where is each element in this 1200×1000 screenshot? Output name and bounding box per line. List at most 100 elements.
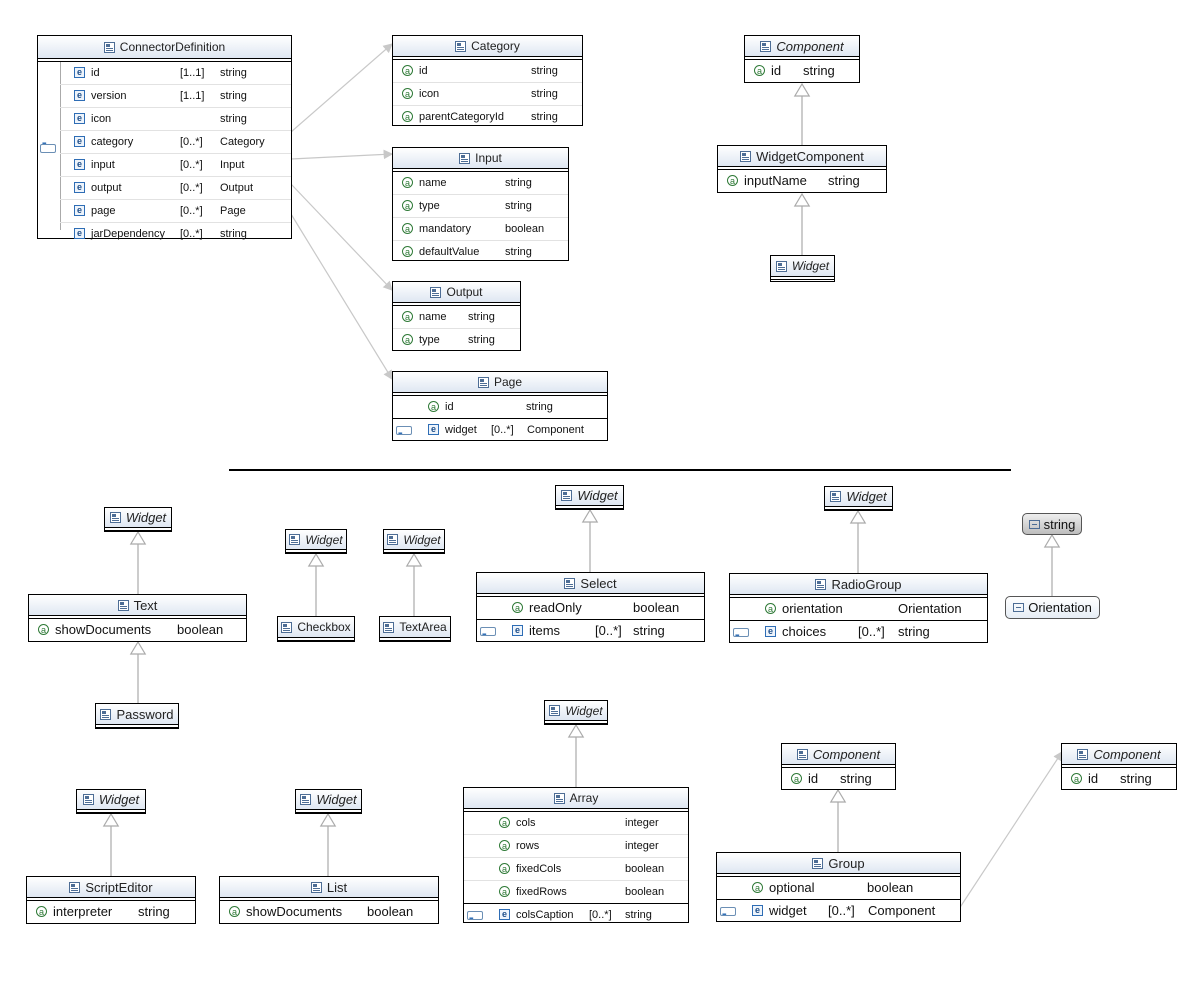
link-category: [290, 43, 393, 133]
attribute-icon: a: [402, 177, 413, 188]
sequence-icon[interactable]: [720, 904, 736, 926]
enum-orientation[interactable]: Orientation: [1005, 596, 1100, 619]
class-icon: [310, 881, 322, 893]
class-widget-checkbox-parent[interactable]: Widget: [285, 529, 347, 554]
class-widget-top[interactable]: Widget: [770, 255, 835, 282]
class-widget-list-parent[interactable]: Widget: [295, 789, 362, 814]
class-title: List: [326, 879, 348, 895]
class-title: Password: [116, 706, 174, 722]
class-icon: [103, 41, 115, 53]
class-widget-radiogroup-parent[interactable]: Widget: [824, 486, 893, 511]
simple-type-string[interactable]: string: [1022, 513, 1082, 535]
sequence-icon[interactable]: [396, 423, 412, 445]
class-title: Select: [580, 575, 617, 591]
simple-type-icon: [1028, 519, 1040, 529]
element-icon: e: [499, 909, 510, 920]
class-icon: [549, 705, 561, 716]
sequence-icon[interactable]: [480, 624, 496, 646]
class-widget-array-parent[interactable]: Widget: [544, 700, 608, 725]
attribute-icon: a: [402, 334, 413, 345]
element-icon: e: [74, 182, 85, 193]
class-connectordefinition[interactable]: ConnectorDefinition eid[1..1]string ever…: [37, 35, 292, 240]
sequence-icon[interactable]: [733, 625, 749, 647]
class-textarea[interactable]: TextArea: [379, 616, 451, 642]
link-output: [290, 183, 393, 291]
sequence-icon[interactable]: [467, 908, 483, 930]
class-title: TextArea: [399, 620, 447, 634]
class-title: Widget: [125, 510, 167, 525]
class-title: RadioGroup: [831, 576, 902, 592]
class-title: Component: [776, 38, 844, 54]
class-title: Checkbox: [297, 620, 351, 634]
class-checkbox[interactable]: Checkbox: [277, 616, 355, 642]
attribute-icon: a: [402, 111, 413, 122]
link-page: [290, 213, 393, 381]
class-title: Page: [493, 375, 523, 389]
attribute-icon: a: [499, 863, 510, 874]
class-widget-select-parent[interactable]: Widget: [555, 485, 624, 510]
attribute-icon: a: [754, 65, 765, 76]
class-icon: [561, 490, 573, 501]
class-widget-scripteditor-parent[interactable]: Widget: [76, 789, 146, 814]
class-password[interactable]: Password: [95, 703, 179, 729]
sequence-icon[interactable]: [40, 141, 56, 153]
class-icon: [760, 40, 772, 52]
attribute-icon: a: [512, 602, 523, 613]
class-widget-textarea-parent[interactable]: Widget: [383, 529, 445, 554]
class-widget-text-parent[interactable]: Widget: [104, 507, 172, 532]
class-title: Category: [471, 39, 520, 53]
